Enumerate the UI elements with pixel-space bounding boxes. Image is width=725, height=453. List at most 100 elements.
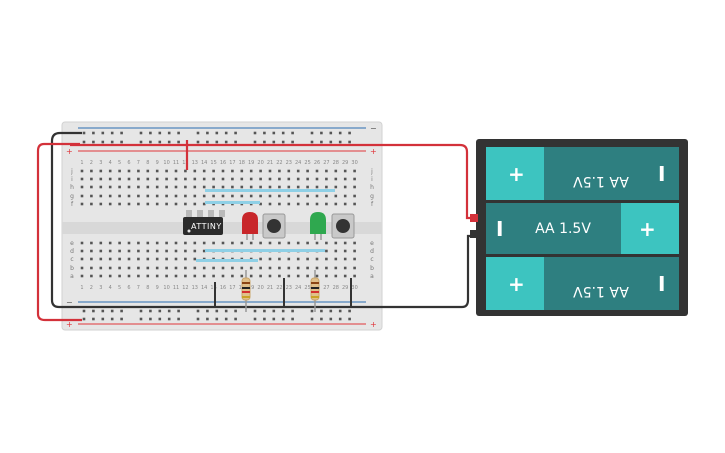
- breadboard-hole[interactable]: [99, 169, 103, 173]
- led-red[interactable]: [242, 212, 258, 240]
- breadboard-hole[interactable]: [329, 317, 333, 321]
- wire-black-loop[interactable]: [50, 131, 478, 309]
- breadboard-hole[interactable]: [272, 309, 276, 313]
- breadboard-hole[interactable]: [325, 185, 328, 189]
- breadboard-hole[interactable]: [306, 177, 309, 181]
- breadboard-hole[interactable]: [165, 249, 168, 253]
- breadboard-hole[interactable]: [310, 131, 314, 135]
- breadboard-hole[interactable]: [137, 257, 140, 261]
- breadboard-hole[interactable]: [287, 266, 291, 270]
- breadboard-hole[interactable]: [343, 274, 347, 278]
- breadboard-hole[interactable]: [268, 194, 272, 198]
- breadboard-hole[interactable]: [353, 194, 356, 198]
- breadboard-hole[interactable]: [268, 257, 272, 261]
- breadboard-hole[interactable]: [221, 169, 225, 173]
- breadboard-hole[interactable]: [348, 140, 351, 144]
- breadboard-hole[interactable]: [343, 266, 347, 270]
- breadboard-hole[interactable]: [110, 131, 114, 135]
- breadboard-hole[interactable]: [184, 241, 187, 245]
- breadboard-hole[interactable]: [212, 266, 215, 270]
- breadboard-hole[interactable]: [334, 241, 338, 245]
- breadboard-hole[interactable]: [108, 241, 112, 245]
- breadboard-hole[interactable]: [268, 202, 272, 206]
- battery-pack[interactable]: + I AA 1.5V I + AA 1.5V + I AA 1.5V: [470, 139, 688, 316]
- breadboard-hole[interactable]: [108, 194, 112, 198]
- breadboard-hole[interactable]: [202, 241, 206, 245]
- breadboard-hole[interactable]: [268, 169, 272, 173]
- breadboard-hole[interactable]: [253, 131, 257, 135]
- breadboard-hole[interactable]: [193, 185, 197, 189]
- breadboard-hole[interactable]: [206, 140, 209, 144]
- breadboard-hole[interactable]: [249, 266, 253, 270]
- breadboard-hole[interactable]: [165, 185, 168, 189]
- breadboard-hole[interactable]: [99, 266, 103, 270]
- breadboard-hole[interactable]: [127, 169, 131, 173]
- breadboard-hole[interactable]: [306, 274, 309, 278]
- breadboard-hole[interactable]: [315, 185, 319, 189]
- breadboard-hole[interactable]: [296, 177, 300, 181]
- breadboard-hole[interactable]: [155, 249, 159, 253]
- breadboard-hole[interactable]: [278, 169, 281, 173]
- breadboard-hole[interactable]: [165, 194, 168, 198]
- push-button-1[interactable]: [262, 213, 286, 239]
- breadboard-hole[interactable]: [127, 257, 131, 261]
- breadboard-hole[interactable]: [353, 266, 356, 270]
- breadboard-hole[interactable]: [306, 241, 309, 245]
- push-button-2[interactable]: [331, 213, 355, 239]
- breadboard-hole[interactable]: [259, 177, 262, 181]
- breadboard-hole[interactable]: [120, 309, 123, 313]
- breadboard-hole[interactable]: [306, 266, 309, 270]
- breadboard-hole[interactable]: [193, 194, 197, 198]
- breadboard-hole[interactable]: [215, 140, 219, 144]
- breadboard-hole[interactable]: [146, 202, 150, 206]
- breadboard-hole[interactable]: [206, 309, 209, 313]
- breadboard-hole[interactable]: [202, 202, 206, 206]
- breadboard-hole[interactable]: [272, 131, 276, 135]
- breadboard-hole[interactable]: [253, 140, 257, 144]
- breadboard-hole[interactable]: [174, 266, 178, 270]
- breadboard-hole[interactable]: [343, 241, 347, 245]
- breadboard-hole[interactable]: [259, 169, 262, 173]
- breadboard-hole[interactable]: [272, 317, 276, 321]
- breadboard-hole[interactable]: [92, 140, 95, 144]
- breadboard-hole[interactable]: [240, 194, 244, 198]
- breadboard-hole[interactable]: [259, 257, 262, 261]
- breadboard-hole[interactable]: [184, 194, 187, 198]
- breadboard-hole[interactable]: [174, 169, 178, 173]
- breadboard-hole[interactable]: [334, 202, 338, 206]
- breadboard-hole[interactable]: [90, 249, 93, 253]
- breadboard-hole[interactable]: [278, 185, 281, 189]
- breadboard-hole[interactable]: [306, 257, 309, 261]
- breadboard-hole[interactable]: [259, 202, 262, 206]
- resistor-2[interactable]: [310, 270, 320, 312]
- breadboard-hole[interactable]: [90, 266, 93, 270]
- breadboard-hole[interactable]: [146, 169, 150, 173]
- breadboard-hole[interactable]: [334, 274, 338, 278]
- breadboard-hole[interactable]: [215, 309, 219, 313]
- breadboard-hole[interactable]: [315, 177, 319, 181]
- breadboard-hole[interactable]: [281, 317, 285, 321]
- breadboard-hole[interactable]: [108, 266, 112, 270]
- breadboard-hole[interactable]: [278, 266, 281, 270]
- breadboard-hole[interactable]: [174, 257, 178, 261]
- breadboard-hole[interactable]: [287, 274, 291, 278]
- breadboard-hole[interactable]: [212, 241, 215, 245]
- breadboard-hole[interactable]: [296, 274, 300, 278]
- breadboard-hole[interactable]: [325, 249, 328, 253]
- breadboard-hole[interactable]: [249, 241, 253, 245]
- breadboard-hole[interactable]: [353, 257, 356, 261]
- breadboard-hole[interactable]: [278, 177, 281, 181]
- breadboard-hole[interactable]: [177, 309, 180, 313]
- breadboard-hole[interactable]: [259, 241, 262, 245]
- breadboard-hole[interactable]: [118, 185, 121, 189]
- breadboard-hole[interactable]: [278, 202, 281, 206]
- breadboard-hole[interactable]: [90, 202, 93, 206]
- breadboard-hole[interactable]: [287, 202, 291, 206]
- breadboard-hole[interactable]: [177, 317, 180, 321]
- breadboard-hole[interactable]: [268, 185, 272, 189]
- breadboard-hole[interactable]: [259, 266, 262, 270]
- breadboard-hole[interactable]: [99, 241, 103, 245]
- breadboard-hole[interactable]: [263, 140, 266, 144]
- breadboard-hole[interactable]: [249, 185, 253, 189]
- breadboard-hole[interactable]: [167, 309, 171, 313]
